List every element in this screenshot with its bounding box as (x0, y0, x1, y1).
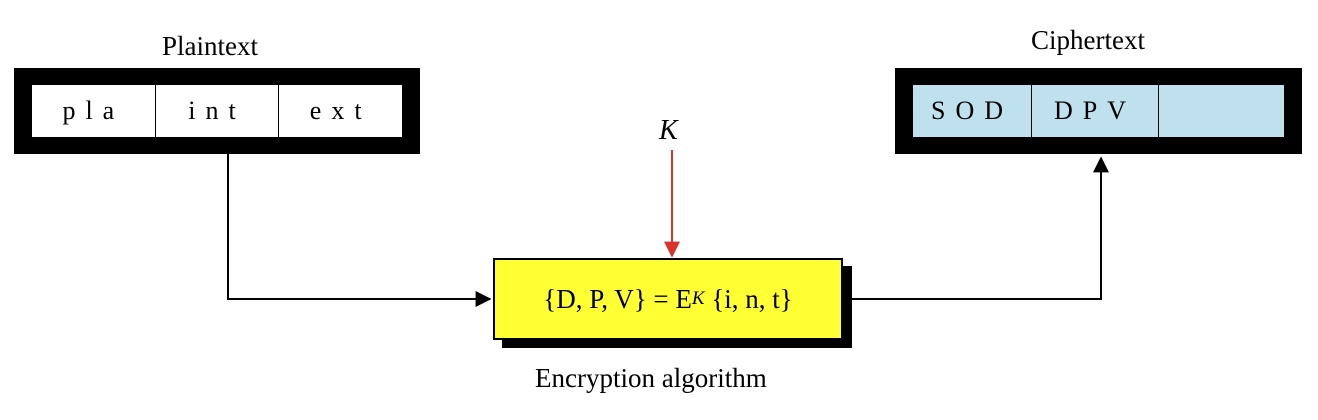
key-label: K (659, 115, 678, 146)
plaintext-blocks: pla int ext (32, 85, 403, 137)
algorithm-to-ciphertext-arrow (852, 156, 1109, 300)
plaintext-to-algorithm-arrow (227, 154, 492, 307)
plaintext-block-1: pla (32, 85, 156, 137)
algorithm-label: Encryption algorithm (535, 363, 767, 393)
ciphertext-blocks: SOD DPV (913, 85, 1284, 137)
plaintext-block-2: int (155, 85, 280, 137)
algorithm-rhs: {i, n, t} (704, 283, 793, 314)
ciphertext-box: SOD DPV (895, 68, 1302, 154)
ciphertext-block-3 (1159, 85, 1284, 137)
algorithm-lhs: {D, P, V} = E (543, 283, 692, 314)
algorithm-key-subscript: K (691, 288, 705, 309)
plaintext-box: pla int ext (14, 68, 420, 154)
ciphertext-block-1: SOD (913, 85, 1032, 137)
plaintext-label: Plaintext (162, 31, 258, 61)
ciphertext-block-2: DPV (1032, 85, 1159, 137)
plaintext-block-3: ext (279, 85, 403, 137)
ciphertext-label: Ciphertext (1031, 25, 1145, 55)
